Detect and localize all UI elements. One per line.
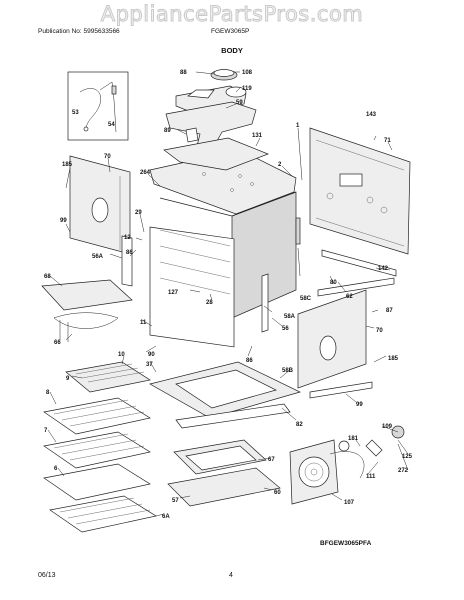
oven-cavity	[149, 191, 301, 348]
fan-bracket	[185, 127, 199, 143]
callout-143: 143	[366, 112, 377, 118]
callout-labels: 88 108 119 59 89 131 143 71 53 54 185 70…	[44, 70, 413, 520]
callout-87: 87	[386, 308, 393, 314]
callout-11: 11	[140, 320, 147, 326]
wiring-harness-inset	[67, 71, 129, 141]
callout-59: 59	[236, 100, 243, 106]
callout-90: 90	[148, 352, 155, 358]
callout-58B: 58B	[282, 368, 294, 374]
left-rail	[121, 235, 133, 287]
callout-37: 37	[146, 362, 153, 368]
callout-185-right: 185	[388, 356, 399, 362]
oven-racks	[43, 397, 157, 533]
heat-shield	[163, 137, 269, 171]
diagram-reference-code: BFGEW3065PFA	[320, 540, 372, 547]
callout-53: 53	[72, 110, 79, 116]
callout-66: 66	[54, 340, 61, 346]
callout-29: 29	[135, 210, 142, 216]
callout-7: 7	[44, 428, 48, 434]
model-number: FGEW3065P	[211, 28, 250, 35]
callout-88: 88	[180, 70, 187, 76]
left-side-panel	[69, 155, 131, 255]
callout-1: 1	[296, 123, 300, 129]
publication-number: Publication No: 5995633566	[38, 28, 120, 35]
callout-6: 6	[54, 466, 58, 472]
callout-264: 264	[140, 170, 151, 176]
callout-99-left: 99	[60, 218, 67, 224]
callout-56A: 56A	[92, 254, 104, 260]
broil-element	[41, 279, 133, 342]
callout-80: 80	[330, 280, 337, 286]
callout-58C: 58C	[300, 296, 312, 302]
callout-127: 127	[168, 290, 179, 296]
callout-6A: 6A	[162, 514, 170, 520]
callout-54: 54	[108, 122, 115, 128]
callout-70-right: 70	[376, 328, 383, 334]
callout-67: 67	[268, 457, 275, 463]
bottom-drawer-assembly	[167, 439, 281, 507]
callout-86-left: 86	[126, 250, 133, 256]
callout-108: 108	[242, 70, 253, 76]
callout-111: 111	[366, 474, 376, 480]
callout-62: 62	[346, 294, 353, 300]
callout-142: 142	[378, 266, 389, 272]
callout-86-right: 86	[246, 358, 253, 364]
callout-8: 8	[46, 390, 50, 396]
broiler-pan	[65, 361, 151, 393]
right-side-panel	[297, 289, 367, 389]
callout-185-left: 185	[62, 162, 73, 168]
front-trim-vertical	[261, 273, 269, 333]
callout-57: 57	[172, 498, 179, 504]
callout-12: 12	[124, 235, 131, 241]
side-rail	[321, 249, 397, 277]
footer-date: 06/13	[38, 572, 56, 579]
callout-107: 107	[344, 500, 355, 506]
callout-28: 28	[206, 300, 213, 306]
callout-9: 9	[66, 376, 70, 382]
callout-70-left: 70	[104, 154, 111, 160]
callout-2: 2	[278, 162, 282, 168]
callout-119: 119	[242, 86, 252, 92]
callout-82: 82	[296, 422, 303, 428]
callout-272: 272	[398, 468, 409, 474]
callout-125: 125	[402, 454, 413, 460]
lower-right-rail	[309, 381, 373, 399]
callout-56: 56	[282, 326, 289, 332]
callout-10: 10	[118, 352, 125, 358]
callout-181: 181	[348, 436, 359, 442]
callout-71: 71	[384, 138, 391, 144]
section-title: BODY	[221, 46, 243, 55]
callout-58A: 58A	[284, 314, 296, 320]
vent-trim	[175, 403, 291, 429]
front-frame	[149, 361, 301, 419]
callout-60: 60	[274, 490, 281, 496]
leader-lines	[47, 71, 409, 517]
callout-131: 131	[252, 133, 263, 139]
convection-fan	[289, 425, 405, 505]
callout-68: 68	[44, 274, 51, 280]
callout-109: 109	[382, 424, 393, 430]
callout-89: 89	[164, 128, 171, 134]
right-rail	[317, 277, 395, 297]
rear-panel	[309, 127, 411, 255]
page-number: 4	[229, 572, 233, 579]
callout-99-right: 99	[356, 402, 363, 408]
